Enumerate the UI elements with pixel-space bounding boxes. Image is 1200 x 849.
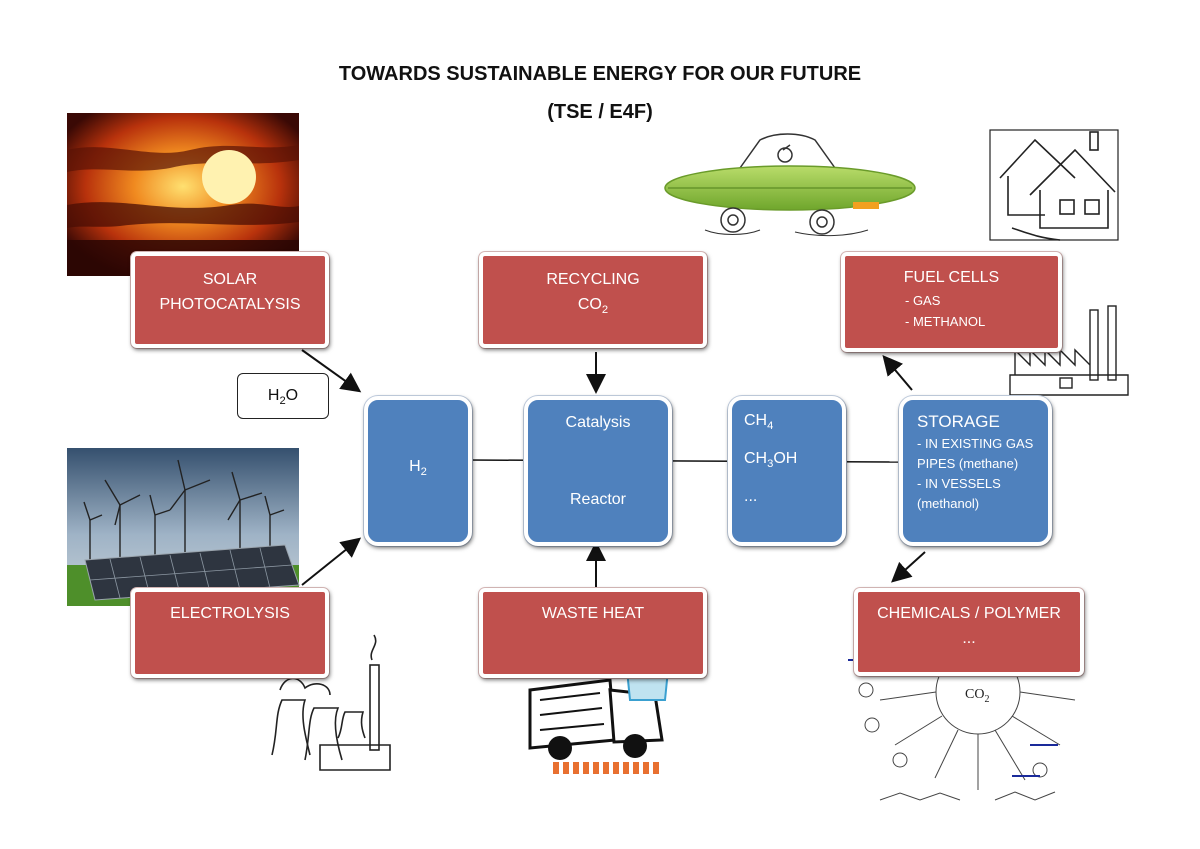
waste-heat-box: WASTE HEAT bbox=[479, 588, 707, 678]
houses-sketch bbox=[989, 129, 1119, 241]
chemicals-polymer-box: CHEMICALS / POLYMER ... bbox=[854, 588, 1084, 676]
leaf-car-sketch bbox=[664, 133, 916, 237]
ch3oh-label: CH3OH bbox=[744, 450, 798, 471]
recycling-co2-label: CO2 bbox=[577, 295, 609, 316]
arrow-storage-to-fuelcells bbox=[882, 354, 913, 391]
h2-box: H2 bbox=[364, 396, 472, 546]
ch4-label: CH4 bbox=[744, 412, 774, 433]
recycling-co2-box: RECYCLING CO2 bbox=[479, 252, 707, 348]
power-plant-sketch bbox=[271, 634, 391, 771]
storage-box: STORAGE - IN EXISTING GAS PIPES (methane… bbox=[899, 396, 1052, 546]
diagram-title: TOWARDS SUSTAINABLE ENERGY FOR OUR FUTUR… bbox=[338, 63, 862, 85]
h2o-label: H2O bbox=[237, 373, 329, 419]
wind-solar-photo bbox=[67, 448, 300, 606]
arrow-storage-to-chemicals bbox=[891, 551, 926, 583]
diagram-subtitle: (TSE / E4F) bbox=[547, 101, 653, 123]
factory-sketch bbox=[1009, 305, 1129, 396]
products-box: CH4 CH3OH ... bbox=[728, 396, 846, 546]
arrow-electrolysis-to-h2 bbox=[301, 537, 362, 586]
catalysis-reactor-box: Catalysis Reactor bbox=[524, 396, 672, 546]
garbage-truck-sketch bbox=[528, 638, 672, 774]
h2-label: H2 bbox=[409, 458, 427, 479]
electrolysis-box: ELECTROLYSIS bbox=[131, 588, 329, 678]
fuel-cells-box: FUEL CELLS - GAS - METHANOL bbox=[841, 252, 1062, 352]
solar-photocatalysis-box: SOLAR PHOTOCATALYSIS bbox=[131, 252, 329, 348]
arrow-solar-to-h2 bbox=[301, 349, 362, 393]
co2-wheel-center-label: CO2 bbox=[965, 687, 989, 705]
